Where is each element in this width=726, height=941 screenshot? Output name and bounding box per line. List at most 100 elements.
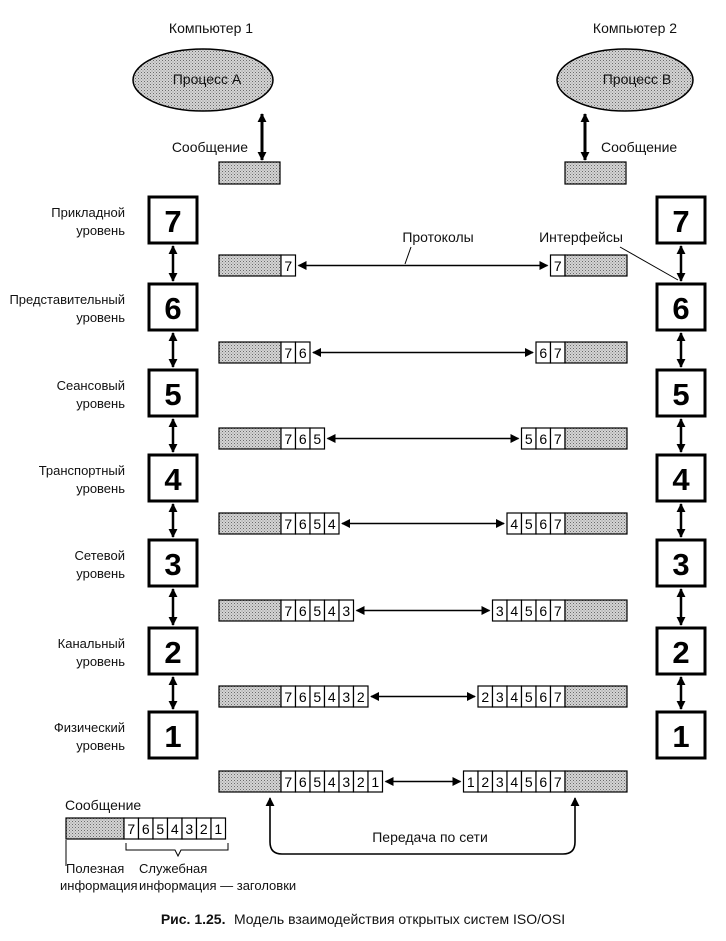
- process-b-ellipse: [556, 48, 694, 112]
- caption-text: Модель взаимодействия открытых систем IS…: [234, 911, 565, 927]
- header-cell-number: 5: [313, 516, 321, 532]
- network-transfer-label: Передача по сети: [372, 829, 488, 845]
- layer-number-left: 5: [164, 377, 181, 412]
- layer-number-left: 6: [164, 291, 181, 326]
- layer-name: Канальный: [58, 636, 125, 651]
- interfaces-pointer: [619, 246, 679, 281]
- layer-box-left: [147, 710, 199, 760]
- payload-field: [218, 254, 282, 277]
- payload-field: [218, 599, 282, 622]
- layer-name: Сетевой: [75, 548, 125, 563]
- header-cell-number: 7: [284, 431, 292, 447]
- layer-name: Транспортный: [39, 463, 125, 478]
- header-cell-number: 4: [328, 603, 336, 619]
- layer-number-right: 3: [672, 547, 689, 582]
- header-cell-number: 7: [284, 774, 292, 790]
- layer-box-left: [147, 368, 199, 418]
- layer-name-suffix: уровень: [76, 223, 125, 238]
- payload-field: [564, 427, 628, 450]
- layer-number-left: 4: [164, 462, 182, 497]
- header-cell-number: 6: [299, 774, 307, 790]
- header-cell-number: 5: [313, 431, 321, 447]
- packet-left: 7: [218, 254, 297, 277]
- layer-number-right: 6: [672, 291, 689, 326]
- payload-field: [564, 512, 628, 535]
- caption-prefix: Рис. 1.25.: [161, 911, 226, 927]
- header-cell-number: 6: [299, 603, 307, 619]
- legend-payload-line2: информация: [60, 878, 138, 893]
- layer-number-right: 1: [672, 719, 689, 754]
- layer-name-suffix: уровень: [76, 566, 125, 581]
- legend-title: Сообщение: [65, 797, 141, 813]
- header-cell-number: 5: [525, 774, 533, 790]
- layer-name-suffix: уровень: [76, 310, 125, 325]
- header-cell-number: 4: [328, 774, 336, 790]
- header-cell: [323, 512, 340, 535]
- process-b-label: Процесс В: [603, 71, 672, 87]
- layer-name: Сеансовый: [57, 378, 125, 393]
- layer-name-suffix: уровень: [76, 654, 125, 669]
- header-cell-number: 7: [554, 516, 562, 532]
- legend-header-cell: [210, 817, 227, 840]
- header-cell-number: 6: [539, 689, 547, 705]
- header-cell-number: 7: [554, 603, 562, 619]
- header-cell-number: 6: [539, 345, 547, 361]
- header-cell-number: 7: [284, 345, 292, 361]
- legend-header-number: 5: [156, 821, 164, 837]
- process-a-label: Процесс А: [173, 71, 242, 87]
- process-a-ellipse: [132, 48, 274, 112]
- header-cell-number: 7: [554, 774, 562, 790]
- legend-header-number: 1: [214, 821, 222, 837]
- interfaces-label: Интерфейсы: [539, 229, 623, 245]
- legend-header-number: 6: [142, 821, 150, 837]
- header-cell-number: 2: [357, 774, 365, 790]
- layer-box-left: [147, 195, 199, 245]
- layer-box-left: [147, 453, 199, 503]
- layer-box-right: [655, 282, 707, 332]
- header-cell-number: 3: [496, 774, 504, 790]
- layer-box-right: [655, 626, 707, 676]
- message-label-left: Сообщение: [172, 139, 248, 155]
- header-cell-number: 6: [299, 431, 307, 447]
- header-cell-number: 7: [284, 516, 292, 532]
- header-cell-number: 7: [554, 258, 562, 274]
- legend-header-number: 7: [127, 821, 135, 837]
- header-cell-number: 5: [313, 774, 321, 790]
- payload-field: [218, 427, 282, 450]
- layer-number-left: 1: [164, 719, 181, 754]
- header-cell-number: 2: [481, 774, 489, 790]
- header-cell-number: 6: [539, 774, 547, 790]
- payload-field: [218, 512, 282, 535]
- header-cell-number: 4: [328, 516, 336, 532]
- message-box-left: [218, 161, 281, 185]
- header-cell-number: 7: [284, 689, 292, 705]
- payload-field: [218, 770, 282, 793]
- payload-field: [564, 599, 628, 622]
- header-cell-number: 7: [284, 603, 292, 619]
- layer-box-right: [655, 368, 707, 418]
- legend-header-number: 2: [200, 821, 208, 837]
- legend-payload-field: [65, 817, 125, 840]
- computer-1-title: Компьютер 1: [169, 20, 253, 36]
- header-cell-number: 7: [554, 345, 562, 361]
- legend-service-line1: Служебная: [139, 861, 207, 876]
- header-cell-number: 3: [496, 689, 504, 705]
- header-cell-number: 2: [481, 689, 489, 705]
